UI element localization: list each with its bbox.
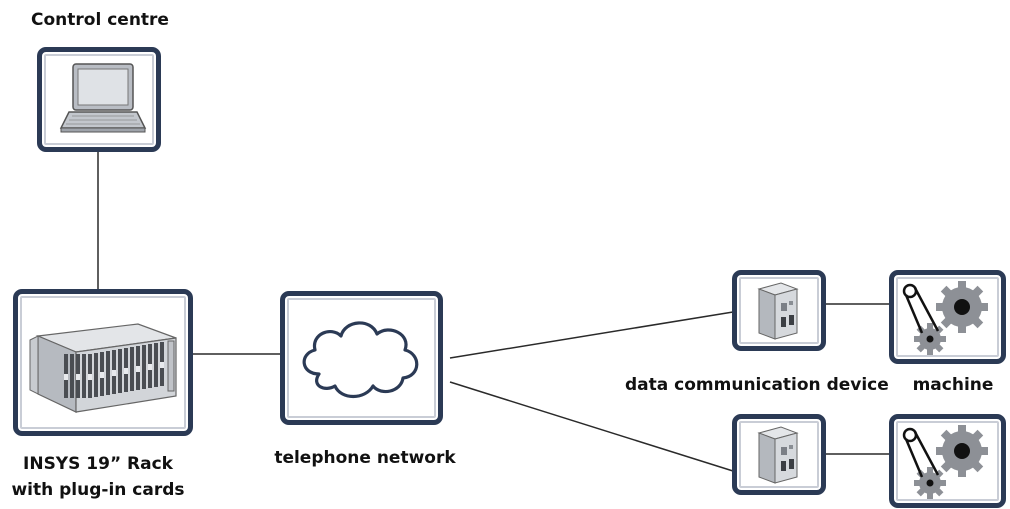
machine-label: machine: [912, 375, 994, 395]
data-device-node-bottom: [732, 414, 826, 495]
laptop-icon: [59, 63, 147, 133]
machine-node-top: [889, 270, 1006, 364]
line-network-to-device-top: [449, 311, 734, 359]
control-centre-label: Control centre: [31, 10, 169, 30]
telephone-network-node: [280, 291, 443, 425]
modem-device-icon: [757, 426, 799, 484]
data-device-label: data communication device: [625, 375, 889, 395]
gears-icon: [902, 281, 988, 355]
machine-node-bottom: [889, 414, 1006, 508]
rack-label-line1: INSYS 19” Rack: [23, 454, 173, 474]
rack-icon: [29, 323, 177, 413]
rack-node: [13, 289, 193, 436]
line-network-to-device-bottom: [449, 381, 734, 472]
telephone-network-label: telephone network: [274, 448, 456, 468]
modem-device-icon: [757, 282, 799, 340]
gears-icon: [902, 425, 988, 499]
cloud-icon: [302, 321, 419, 399]
control-centre-node: [37, 47, 161, 152]
rack-label-line2: with plug-in cards: [11, 480, 185, 500]
data-device-node-top: [732, 270, 826, 351]
